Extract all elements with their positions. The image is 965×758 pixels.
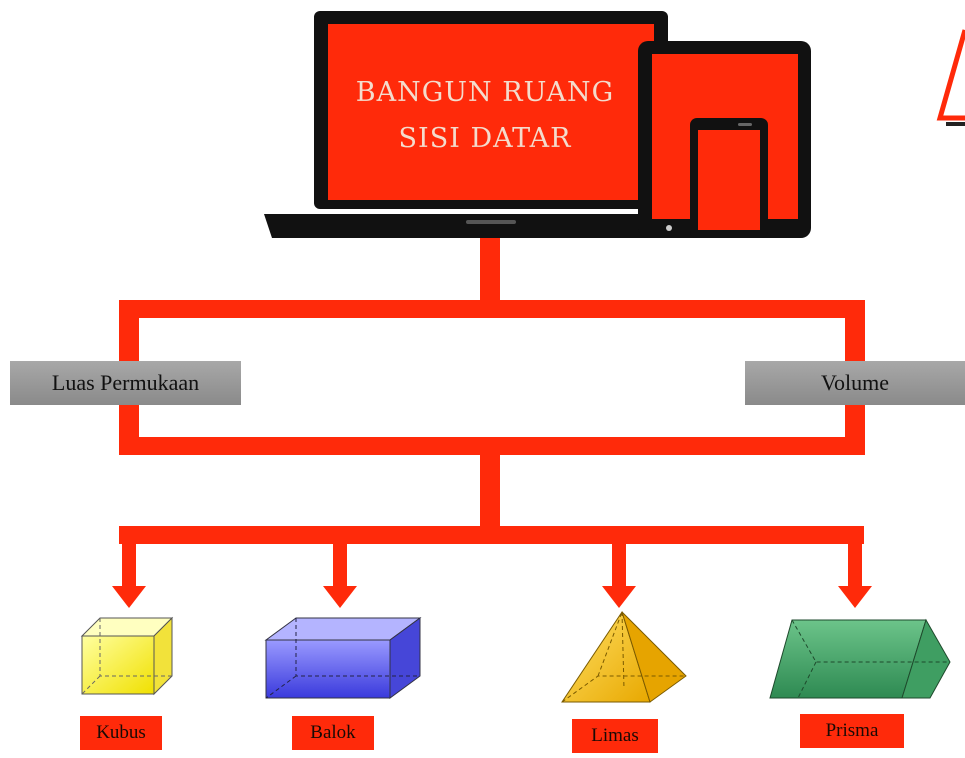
label-prisma: Prisma <box>800 714 904 748</box>
cube-icon <box>80 616 174 696</box>
arrow-balok <box>323 540 357 608</box>
prism-icon <box>769 618 951 699</box>
title-line-2: SISI DATAR <box>398 123 572 154</box>
arrow-limas <box>602 540 636 608</box>
label-kubus: Kubus <box>80 716 162 750</box>
diagram-title: BANGUN RUANG SISI DATAR <box>330 70 640 162</box>
connector-lines <box>119 238 865 544</box>
laptop-icon <box>264 11 720 238</box>
arrow-prisma <box>838 540 872 608</box>
warning-sign-icon <box>936 29 965 126</box>
cuboid-icon <box>264 617 422 699</box>
category-luas-permukaan: Luas Permukaan <box>10 361 241 405</box>
title-line-1: BANGUN RUANG <box>355 77 615 108</box>
pyramid-icon <box>561 610 687 703</box>
label-balok: Balok <box>292 716 374 750</box>
phone-icon <box>690 118 768 238</box>
arrow-kubus <box>112 540 146 608</box>
category-volume: Volume <box>745 361 965 405</box>
label-limas: Limas <box>572 719 658 753</box>
